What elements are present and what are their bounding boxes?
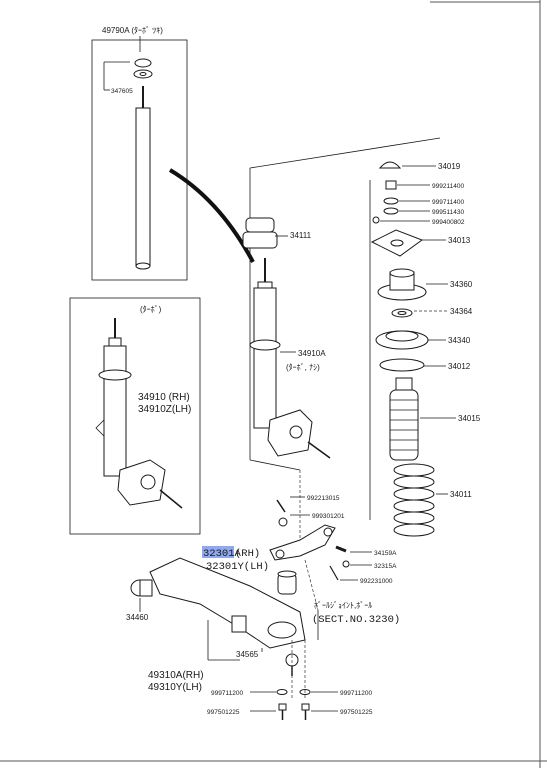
label-34910-rh: 34910 (RH) bbox=[138, 392, 190, 403]
center-strut-assembly: 34111 34910A (ﾀｰﾎﾞ, ﾅｼ) bbox=[242, 137, 441, 520]
label-turbo: (ﾀｰﾎﾞ) bbox=[140, 305, 162, 314]
tie-rod-area: 992213015 999301201 32301A (RH) 32301Y(L… bbox=[202, 495, 400, 640]
part-highlight bbox=[202, 546, 234, 558]
label-997501225-right: 997501225 bbox=[340, 709, 373, 716]
label-34565: 34565 bbox=[236, 650, 259, 659]
bottom-hardware: 999711200 999711200 997501225 997501225 bbox=[207, 689, 373, 720]
nut-999301201 bbox=[278, 517, 288, 527]
turbo-shock-box: 49790A (ﾀｰﾎﾞ ﾂｷ) 347605 bbox=[91, 26, 188, 281]
label-34364: 34364 bbox=[450, 307, 473, 316]
bolt-left bbox=[278, 703, 287, 711]
top-nut bbox=[134, 58, 152, 68]
label-34360: 34360 bbox=[450, 280, 473, 289]
label-34910z-lh: 34910Z(LH) bbox=[138, 404, 191, 415]
label-999511430: 999511430 bbox=[432, 209, 464, 216]
label-49310A: 49310A(RH) bbox=[148, 670, 204, 681]
label-32301Y: 32301Y(LH) bbox=[206, 561, 269, 573]
label-347605: 347605 bbox=[111, 88, 133, 95]
label-34340: 34340 bbox=[448, 336, 471, 345]
washer-999511430 bbox=[383, 207, 399, 215]
washer-999711400 bbox=[383, 197, 399, 205]
label-ball-joint: ﾎﾞｰﾙｼﾞｮｲﾝﾄ,ﾎﾞｰﾙ bbox=[314, 601, 372, 610]
spring-seat bbox=[98, 369, 132, 381]
label-34910A: 34910A bbox=[298, 349, 326, 358]
label-32301A-suffix: (RH) bbox=[235, 548, 260, 560]
label-49790A: 49790A (ﾀｰﾎﾞ ﾂｷ) bbox=[102, 26, 163, 35]
label-34159A: 34159A bbox=[374, 550, 397, 557]
turbo-strut-frame bbox=[69, 297, 201, 535]
top-mount-stack: 34019 999211400 999711400 999511430 9994… bbox=[370, 161, 473, 372]
turbo-strut-body bbox=[103, 345, 127, 477]
assembly-arrow bbox=[168, 168, 255, 263]
lower-control-arm: 34460 34565 49310A(RH) 49310Y(LH) bbox=[126, 557, 306, 693]
label-999711200-left: 999711200 bbox=[211, 690, 243, 697]
lever-32301A bbox=[269, 524, 336, 561]
strut-body-34910A bbox=[253, 287, 277, 429]
bolt-999400802 bbox=[372, 216, 380, 224]
dust-boot-34015: 34015 bbox=[389, 377, 481, 461]
label-34015: 34015 bbox=[458, 414, 481, 423]
turbo-strut-box: (ﾀｰﾎﾞ) 34910 (RH) 34910Z(LH) bbox=[69, 297, 201, 535]
label-999301201: 999301201 bbox=[312, 513, 345, 520]
upper-mount-34111 bbox=[245, 217, 275, 233]
shock-cartridge bbox=[135, 107, 151, 267]
coil-spring-34011: 34011 bbox=[393, 463, 472, 537]
label-34910A-sub: (ﾀｰﾎﾞ, ﾅｼ) bbox=[286, 363, 320, 372]
label-34019: 34019 bbox=[438, 162, 461, 171]
dust-cap-34019 bbox=[378, 161, 402, 169]
label-34012: 34012 bbox=[448, 362, 471, 371]
washer-left bbox=[276, 689, 288, 695]
label-34011: 34011 bbox=[450, 490, 472, 499]
label-sect-3230: (SECT.NO.3230) bbox=[312, 614, 400, 626]
label-32315A: 32315A bbox=[374, 563, 397, 570]
label-997501225-left: 997501225 bbox=[207, 709, 240, 716]
label-34013: 34013 bbox=[448, 236, 471, 245]
label-999400802: 999400802 bbox=[432, 219, 465, 226]
cotter-pin bbox=[276, 499, 286, 513]
label-999711400: 999711400 bbox=[432, 199, 464, 206]
label-992213015: 992213015 bbox=[307, 495, 340, 502]
spring-rubber-34012 bbox=[379, 358, 425, 372]
label-32301A: 32301A bbox=[203, 548, 242, 560]
bolt-right bbox=[301, 703, 310, 711]
label-49310Y: 49310Y(LH) bbox=[148, 682, 202, 693]
label-992231000: 992231000 bbox=[360, 578, 393, 585]
label-999711200-right: 999711200 bbox=[340, 690, 372, 697]
turbo-shock-frame bbox=[91, 39, 188, 281]
label-999211400: 999211400 bbox=[432, 183, 464, 190]
control-arm-49310A bbox=[149, 557, 306, 649]
label-34111: 34111 bbox=[290, 231, 312, 240]
nut-999211400 bbox=[385, 180, 397, 190]
label-34460: 34460 bbox=[126, 613, 149, 622]
